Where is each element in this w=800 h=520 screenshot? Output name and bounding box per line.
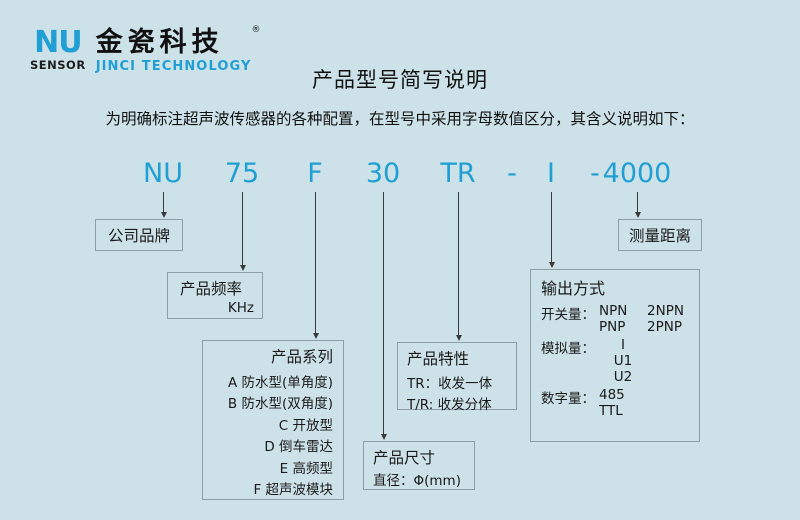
characteristic-item-t-r: T/R: 收发分体 [407,397,492,413]
page-subtitle: 为明确标注超声波传感器的各种配置，在型号中采用字母数值区分，其含义说明如下： [105,110,695,128]
output-value-npn: NPN [599,303,628,319]
arrow-head-series [312,333,319,339]
arrow-head-output [548,262,555,268]
callout-brand-title: 公司品牌 [107,227,170,245]
logo-nu-text: NU [34,25,82,60]
logo-company-en: JINCI TECHNOLOGY [95,59,252,74]
output-value-ttl: TTL [599,403,623,419]
callout-distance-title: 测量距离 [628,227,691,245]
arrow-head-characteristic [455,335,462,341]
output-value-2npn: 2NPN [647,303,684,319]
series-item-d: D 倒车雷达 [264,439,333,455]
model-part-characteristic: TR [440,158,476,189]
output-group-digital-values: 485 TTL [599,387,647,419]
model-part-dash-1: - [507,158,517,189]
leader-line-distance [637,192,638,213]
series-item-c: C 开放型 [278,417,333,434]
leader-line-output [551,192,552,263]
leader-line-brand [163,192,164,213]
callout-box-output: 输出方式 开关量： NPN 2NPN PNP 2PNP 模拟量： I [530,269,700,442]
output-group-digital: 数字量： 485 TTL [541,387,699,419]
callout-size-spec: 直径：Φ(mm) [373,473,461,489]
arrow-head-frequency [239,265,246,271]
model-code-row: NU 75 F 30 TR - I - 4000 [0,158,800,192]
callout-box-characteristic: 产品特性 TR：收发一体 T/R: 收发分体 [397,342,517,413]
characteristic-item-tr: TR：收发一体 [407,376,493,392]
model-part-output: I [547,158,555,189]
callout-characteristic-title: 产品特性 [407,350,470,368]
series-item-a: A 防水型(单角度) [227,374,333,391]
callout-frequency-title: 产品频率 [179,280,242,298]
output-group-switch-label: 开关量： [541,307,595,323]
callout-output-title: 输出方式 [541,279,606,298]
model-part-distance: 4000 [602,158,672,189]
callout-box-distance: 测量距离 [618,219,702,251]
output-group-switch: 开关量： NPN 2NPN PNP 2PNP [541,303,699,335]
output-group-switch-values: NPN 2NPN PNP 2PNP [599,303,684,335]
output-group-analog-values: I U1 U2 [599,337,647,385]
company-logo: NU SENSOR 金瓷科技 ® JINCI TECHNOLOGY [30,26,261,74]
series-item-b: B 防水型(双角度) [227,396,333,412]
callout-box-series: 产品系列 A 防水型(单角度) B 防水型(双角度) C 开放型 D 倒车雷达 … [202,340,344,500]
logo-mark: NU SENSOR [30,28,86,72]
callout-series-title: 产品系列 [270,348,333,366]
leader-line-frequency [242,192,243,266]
model-part-frequency: 75 [224,158,260,189]
page-title: 产品型号简写说明 [312,68,488,92]
logo-sensor-text: SENSOR [30,58,86,72]
output-value-i: I [621,337,625,353]
output-value-2pnp: 2PNP [647,319,682,335]
output-value-u1: U1 [613,353,633,369]
output-group-analog-label: 模拟量： [541,341,595,357]
model-part-brand: NU [143,158,183,189]
model-part-series: F [307,158,323,189]
logo-wordmark: 金瓷科技 ® JINCI TECHNOLOGY [95,26,261,74]
arrow-head-size [380,434,387,440]
leader-line-characteristic [458,192,459,336]
series-item-f: F 超声波模块 [253,482,333,498]
model-part-size: 30 [365,158,401,189]
callout-size-title: 产品尺寸 [373,449,436,467]
callout-frequency-unit: KHz [227,300,254,316]
output-value-pnp: PNP [599,319,626,335]
arrow-head-brand [160,212,167,218]
arrow-head-distance [634,212,641,218]
registered-trademark-icon: ® [251,25,261,35]
leader-line-series [315,192,316,334]
logo-company-cn: 金瓷科技 [95,27,224,58]
series-item-e: E 高频型 [279,460,333,477]
leader-line-size [383,192,384,435]
output-group-digital-label: 数字量： [541,391,595,407]
callout-box-size: 产品尺寸 直径：Φ(mm) [363,441,475,490]
output-value-485: 485 [599,387,625,403]
output-value-u2: U2 [613,369,633,385]
output-group-analog: 模拟量： I U1 U2 [541,337,699,385]
callout-box-frequency: 产品频率 KHz [167,272,263,319]
model-part-dash-2: - [590,158,600,189]
callout-box-brand: 公司品牌 [95,219,183,251]
